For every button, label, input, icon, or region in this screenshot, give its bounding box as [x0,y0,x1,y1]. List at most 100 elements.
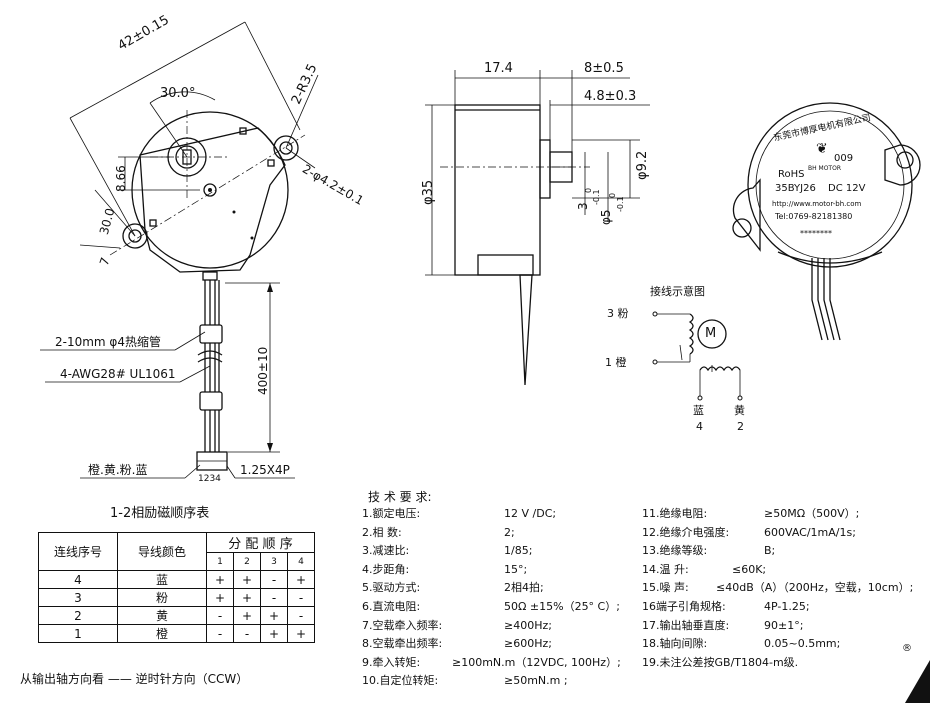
spec-label: 5.驱动方式: [362,581,421,595]
spec-value: 12 V /DC; [504,507,557,520]
sign-cell: + [260,624,288,643]
motor-voltage: DC 12V [828,183,866,194]
dim-8: 8±0.5 [584,61,624,76]
step-header: 1 [206,552,234,571]
dim-4-8: 4.8±0.3 [584,89,637,104]
spec-value: B; [764,544,776,558]
rohs-label: RoHS [778,169,805,180]
color-cell: 橙 [117,624,207,643]
spec-value: 2相4拍; [504,581,544,595]
dim-5-zero: 0 [608,192,617,198]
spec-label: 8.空载牵出频率: [362,637,443,651]
connector-label: 1.25X4P [240,463,290,477]
spec-label: 1.额定电压: [362,507,421,520]
spec-value: 50Ω ±15%（25° C）; [504,599,620,613]
lead-cell: 1 [38,624,118,643]
wiring-motor-symbol: M [705,326,717,341]
spec-label: 2.相 数: [362,525,402,539]
spec-label: 17.输出轴垂直度: [642,618,730,632]
table-row: 4 蓝 + + - + [38,570,315,589]
spec-label: 3.减速比: [362,544,410,558]
wiring-yellow-num: 2 [737,420,744,433]
dim-35: φ35 [421,179,436,205]
sign-cell: - [287,588,315,607]
spec-value: ≤40dB（A）（200Hz，空载，10cm）; [716,581,914,595]
motor-photo [732,102,921,341]
sign-cell: - [287,606,315,625]
sign-cell: + [287,570,315,589]
spec-label: 7.空载牵入频率: [362,618,443,632]
spec-value: ≥50MΩ（500V）; [764,507,860,520]
step-header: 3 [260,552,288,571]
corner-decoration [905,660,930,703]
registered-mark: ® [902,643,912,654]
sign-cell: + [287,624,315,643]
color-cell: 粉 [117,588,207,607]
spec-label: 9.牵入转矩: [362,655,421,669]
heat-shrink-label: 2-10mm φ4热缩管 [55,335,161,349]
dim-3-zero: 0 [584,187,593,193]
spec-value: 2; [504,525,515,539]
spec-value: 600VAC/1mA/1s; [764,525,856,539]
spec-value: ≥400Hz; [504,618,552,632]
spec-value: ≥600Hz; [504,637,552,651]
spec-value: 90±1°; [764,618,804,632]
dim-9-2: φ9.2 [635,150,650,180]
dim-5-tol: -0.1 [616,196,625,212]
specs-left-column: 1.额定电压:12 V /DC; 2.相 数:2; 3.减速比:1/85; 4.… [362,505,621,691]
spec-value: 1/85; [504,544,533,558]
motor-model: 35BYJ26 [775,183,816,194]
dim-wire-length: 400±10 [256,346,270,395]
sign-cell: + [233,606,261,625]
wire-label: 4-AWG28# UL1061 [60,367,176,381]
col-seq-header: 分 配 顺 序 [206,532,315,553]
table-row: 1 橙 - - + + [38,624,315,643]
dim-17-4: 17.4 [484,61,513,76]
bh-motor-label: BH MOTOR [808,165,841,172]
side-view [425,70,650,386]
spec-label: 14.温 升: [642,562,689,576]
sign-cell: + [206,588,234,607]
specs-right-column: 11.绝缘电阻: ≥50MΩ（500V）; 12.绝缘介电强度: 600VAC/1m… [642,505,913,672]
color-cell: 蓝 [117,570,207,589]
dim-angle: 30.0° [160,86,196,101]
sign-cell: - [206,606,234,625]
sign-cell: + [233,570,261,589]
sign-cell: + [206,570,234,589]
spec-value: ≥50mN.m ; [504,674,568,688]
specs-title: 技 术 要 求: [368,490,432,504]
table-row: 3 粉 + + - - [38,588,315,607]
lead-cell: 2 [38,606,118,625]
col-color-header: 导线颜色 [117,532,207,571]
color-cell: 黄 [117,606,207,625]
spec-value: 4P-1.25; [764,599,810,613]
wiring-blue: 蓝 [693,404,704,417]
motor-website: http://www.motor-bh.com [772,200,862,208]
sign-cell: - [206,624,234,643]
spec-label: 6.直流电阻: [362,599,421,613]
wiring-blue-num: 4 [696,420,703,433]
spec-label: 15.噪 声: [642,581,689,595]
sign-cell: + [233,588,261,607]
spec-label: 16端子引角规格: [642,599,726,613]
spec-label: 13.绝缘等级: [642,544,708,558]
motor-code: 009 [834,153,854,164]
spec-label: 12.绝缘介电强度: [642,525,730,539]
sign-cell: - [260,570,288,589]
spec-value: 15°; [504,562,528,576]
col-lead-header: 连线序号 [38,532,118,571]
spec-value: ≥100mN.m（12VDC, 100Hz）; [452,655,621,669]
spec-value: 0.05~0.5mm; [764,637,841,651]
spec-label: 10.自定位转矩: [362,674,439,688]
rotation-direction: 从输出轴方向看 —— 逆时针方向（CCW） [20,672,249,686]
wiring-pin1: 1 橙 [605,356,627,369]
spec-label: 19.未注公差按GB/T1804-m级. [642,655,799,669]
step-header: 2 [233,552,261,571]
spec-label: 11.绝缘电阻: [642,507,708,520]
spec-label: 18.轴向间隙: [642,637,708,651]
pin-numbers: 1234 [198,474,221,484]
sequence-table-title: 1-2相励磁顺序表 [110,506,210,521]
bh-logo-icon: ❦ [816,141,828,157]
color-order-label: 橙.黄.粉.蓝 [88,463,148,477]
